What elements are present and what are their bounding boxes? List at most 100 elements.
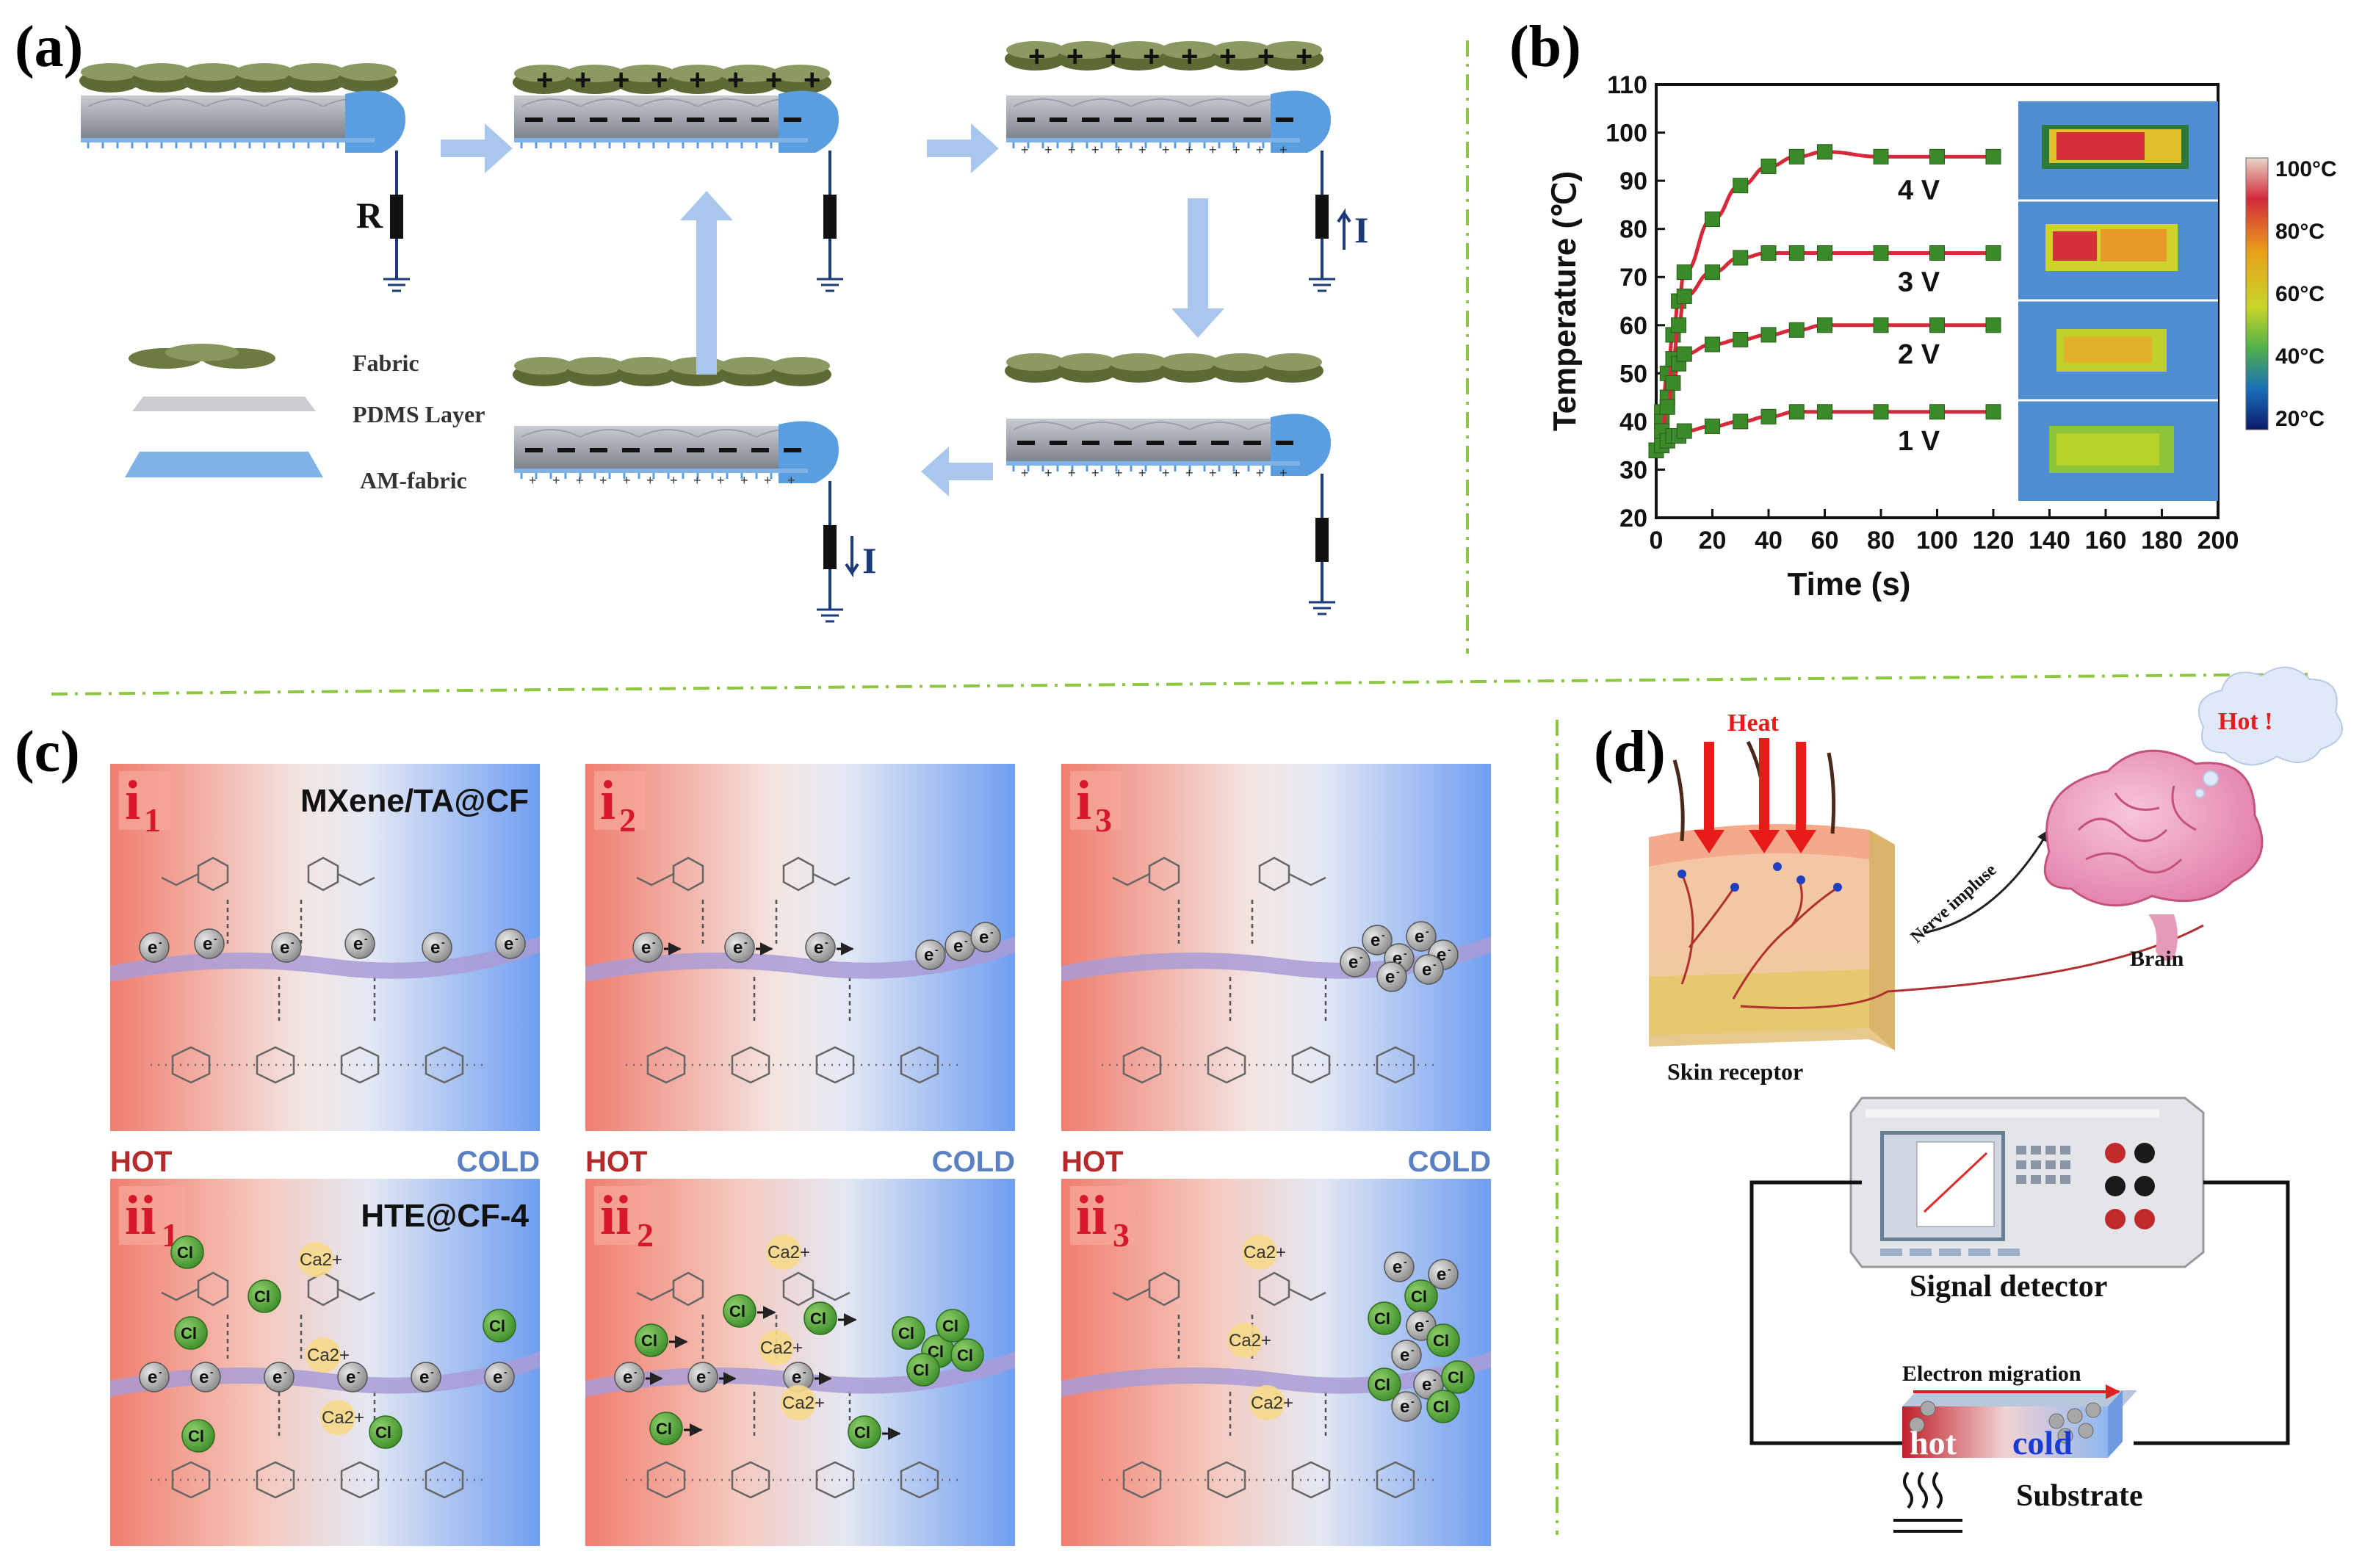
cold-label: COLD bbox=[1408, 1146, 1491, 1178]
data-point bbox=[1788, 148, 1805, 165]
electron-label: e bbox=[641, 938, 651, 958]
electron: e- bbox=[1413, 954, 1444, 985]
hot-label: HOT bbox=[585, 1146, 647, 1178]
electron: e- bbox=[945, 931, 975, 961]
chloride-label: Cl bbox=[641, 1332, 657, 1350]
svg-text:+: + bbox=[1162, 142, 1170, 157]
svg-text:-: - bbox=[1396, 966, 1400, 978]
svg-text:+: + bbox=[1068, 466, 1076, 480]
detector-terminals bbox=[2105, 1143, 2155, 1229]
thermal-image-2v bbox=[2018, 301, 2218, 400]
data-point bbox=[1817, 317, 1832, 333]
chloride-ion: Cl bbox=[1426, 1390, 1460, 1423]
svg-text:+: + bbox=[1279, 466, 1287, 480]
negative-charge bbox=[1050, 441, 1067, 445]
positive-charge: + bbox=[803, 64, 820, 96]
electron: e- bbox=[1406, 921, 1437, 952]
chloride-ion: Cl bbox=[906, 1353, 940, 1387]
data-point bbox=[1817, 144, 1832, 160]
chloride-label: Cl bbox=[854, 1423, 870, 1442]
chloride-label: Cl bbox=[1374, 1376, 1390, 1394]
electron: e- bbox=[344, 928, 375, 959]
svg-text:+: + bbox=[1162, 466, 1170, 480]
electron-label: e bbox=[1422, 1375, 1431, 1395]
resistor bbox=[823, 195, 837, 239]
calcium-ion: Ca2+ bbox=[766, 1235, 810, 1270]
panel-a: (a) R++++++++++++++++++++++++++++I++++++… bbox=[15, 15, 1368, 623]
positive-charge: + bbox=[1066, 40, 1083, 73]
legend-pdms-label: PDMS Layer bbox=[353, 401, 485, 427]
svg-text:+: + bbox=[1279, 142, 1287, 157]
electron-label: e bbox=[272, 1368, 282, 1387]
svg-text:+: + bbox=[1138, 466, 1146, 480]
negative-charge bbox=[1017, 118, 1035, 122]
electron-label: e bbox=[493, 1368, 502, 1387]
electron-label: e bbox=[814, 938, 823, 958]
device-stack: R bbox=[79, 63, 410, 292]
current-arrow bbox=[845, 536, 859, 578]
negative-charge bbox=[590, 118, 607, 122]
chloride-label: Cl bbox=[177, 1243, 193, 1262]
electron-label: e bbox=[1385, 967, 1395, 987]
electron-label: e bbox=[924, 945, 933, 965]
x-tick-label: 160 bbox=[2085, 527, 2127, 554]
data-point bbox=[1676, 423, 1692, 439]
negative-charge bbox=[1243, 441, 1261, 445]
negative-charge bbox=[1146, 441, 1164, 445]
fabric-layer bbox=[513, 357, 831, 386]
electron-label: e bbox=[353, 934, 363, 954]
y-tick-label: 30 bbox=[1619, 456, 1647, 484]
svg-text:-: - bbox=[159, 936, 162, 948]
svg-text:+: + bbox=[670, 473, 678, 488]
svg-text:-: - bbox=[441, 936, 445, 948]
svg-text:-: - bbox=[210, 1366, 214, 1378]
panel-a-legend: Fabric PDMS Layer AM-fabric bbox=[125, 344, 485, 494]
negative-charge bbox=[1017, 441, 1035, 445]
svg-text:+: + bbox=[693, 473, 701, 488]
y-tick-label: 70 bbox=[1619, 264, 1647, 292]
svg-text:-: - bbox=[430, 1366, 434, 1378]
pdms-layer bbox=[81, 95, 389, 138]
am-fabric-layer bbox=[1271, 413, 1331, 476]
heat-arrows bbox=[1694, 738, 1816, 853]
colorbar-tick-40: 40°C bbox=[2275, 344, 2325, 369]
negative-charge bbox=[654, 118, 672, 122]
y-tick-label: 50 bbox=[1619, 360, 1647, 388]
svg-text:-: - bbox=[935, 944, 939, 955]
data-point bbox=[1671, 317, 1687, 333]
chloride-ion: Cl bbox=[892, 1316, 925, 1350]
arrow-right-2 bbox=[927, 123, 999, 173]
svg-text:+: + bbox=[1091, 466, 1099, 480]
panel-b-letter: (b) bbox=[1509, 15, 1581, 79]
calcium-ion: Ca2+ bbox=[1249, 1385, 1293, 1420]
chloride-label: Cl bbox=[1448, 1368, 1464, 1387]
data-point bbox=[1929, 317, 1945, 333]
am-fabric-layer bbox=[779, 421, 839, 483]
sub-panel-index: i bbox=[1076, 770, 1091, 831]
brain-illustration bbox=[2043, 749, 2264, 961]
molecular-structure bbox=[626, 1271, 960, 1499]
substrate bbox=[1902, 1390, 2137, 1458]
data-point bbox=[1733, 178, 1749, 194]
ground-symbol bbox=[383, 278, 410, 292]
data-point bbox=[1705, 264, 1720, 281]
resistor bbox=[1315, 518, 1329, 562]
chloride-label: Cl bbox=[489, 1317, 505, 1335]
resistor bbox=[823, 525, 837, 569]
am-fabric-layer bbox=[345, 90, 405, 153]
data-point bbox=[1873, 404, 1889, 420]
arrow-up bbox=[680, 191, 733, 375]
chloride-label: Cl bbox=[1374, 1309, 1390, 1328]
chloride-label: Cl bbox=[1411, 1287, 1427, 1306]
svg-text:+: + bbox=[1044, 466, 1052, 480]
sub-panel-title: MXene/TA@CF bbox=[300, 783, 529, 819]
svg-text:-: - bbox=[214, 933, 217, 944]
svg-text:+: + bbox=[1091, 142, 1099, 157]
chloride-ion: Cl bbox=[369, 1415, 402, 1449]
x-tick-label: 120 bbox=[1973, 527, 2015, 554]
colorbar-tick-20: 20°C bbox=[2275, 407, 2325, 431]
svg-text:+: + bbox=[1044, 142, 1052, 157]
x-tick-label: 200 bbox=[2197, 527, 2239, 554]
